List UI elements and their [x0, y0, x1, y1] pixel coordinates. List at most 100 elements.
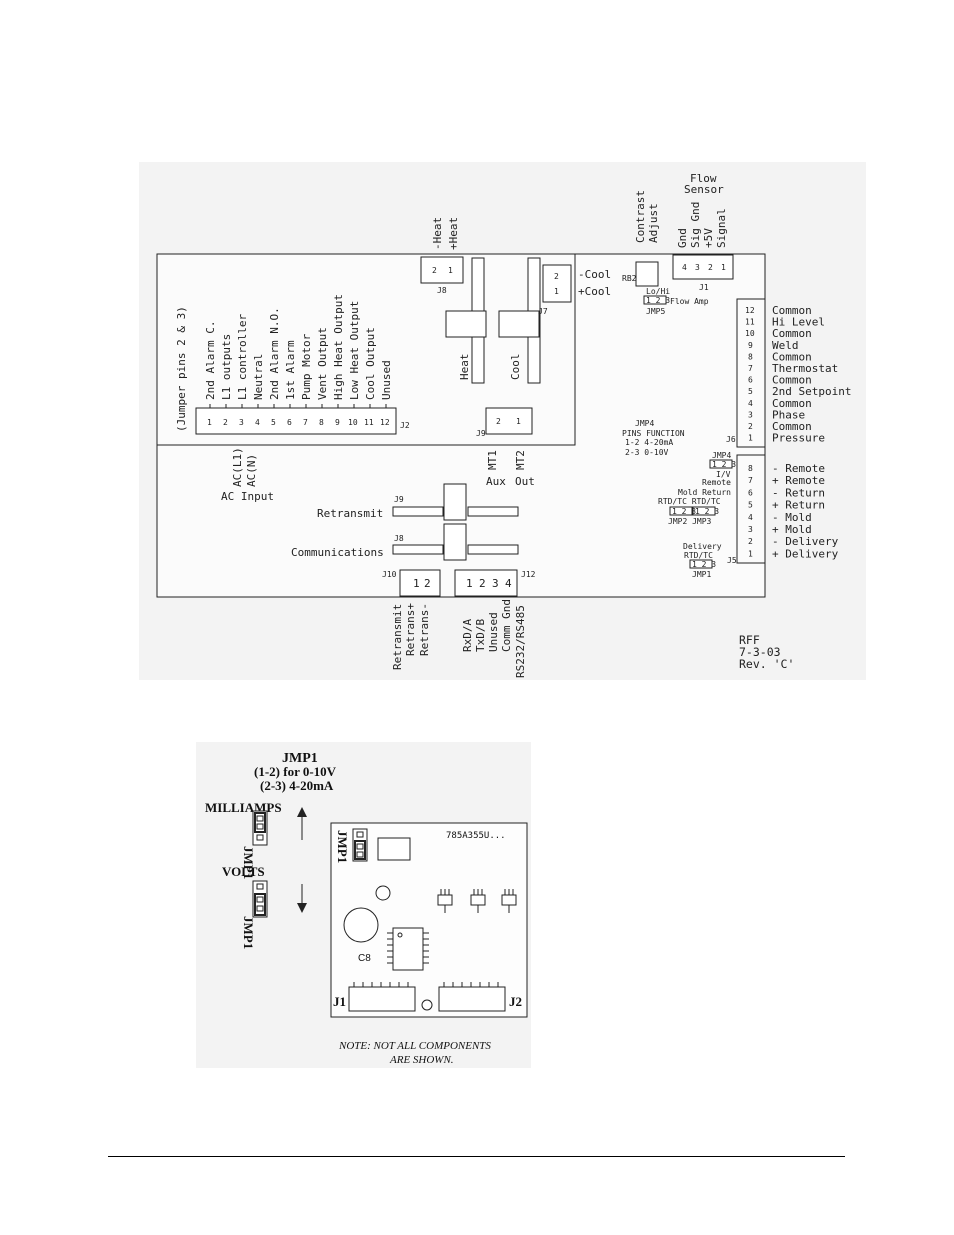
j10-label-retransmit: Retransmit	[391, 604, 404, 670]
note-line-2: ARE SHOWN.	[389, 1054, 454, 1066]
communications-header-left	[392, 544, 444, 555]
j7-pin-2: 2	[554, 272, 559, 281]
j10-pin-1: 1	[413, 577, 420, 590]
top-diagram	[156, 253, 766, 598]
daughter-j2-label: J2	[509, 994, 522, 1009]
retransmit-ref: J9	[394, 495, 404, 504]
j7-label-minus-cool: -Cool	[578, 268, 611, 281]
milliamps-jumper-shunt	[254, 812, 266, 833]
board-jmp1-label: JMP1	[335, 830, 350, 863]
revision-line-3: Rev. 'C'	[739, 657, 794, 671]
j2-label-5: 2nd Alarm N.O.	[268, 307, 281, 400]
retransmit-header-right	[467, 506, 519, 517]
jmp23-refs: JMP2 JMP3	[668, 517, 712, 526]
j6-label-10: Common	[772, 327, 812, 340]
cool-relay-body	[498, 310, 540, 338]
jmp4-ref: JMP4	[712, 451, 731, 460]
mt-out-label: Out	[515, 475, 535, 488]
j5-label-4: - Mold	[772, 511, 812, 524]
j8-label-plus-heat: +Heat	[447, 217, 460, 250]
retransmit-header-left	[392, 506, 444, 517]
communications-label: Communications	[291, 546, 384, 559]
jmp5-ref: JMP5	[646, 307, 665, 316]
mounting-hole	[421, 999, 433, 1011]
jmp4-info-header: PINS FUNCTION	[622, 429, 685, 438]
revision-line-1: RFF	[739, 633, 760, 647]
mt2-label: MT2	[514, 450, 527, 470]
j12-label-unused: Unused	[487, 612, 500, 652]
j5-label-1: + Delivery	[772, 547, 839, 560]
j6-label-2: Common	[772, 420, 812, 433]
j6-pin-11: 11	[745, 318, 755, 327]
contrast-label-1: Contrast	[634, 190, 647, 243]
j12-label-txd: TxD/B	[474, 619, 487, 652]
j2-label-9: High Heat Output	[332, 294, 345, 400]
j5-ref: J5	[727, 556, 737, 565]
daughter-j2-header	[438, 986, 506, 1012]
j5-pin-6: 6	[748, 488, 753, 497]
j6-ref: J6	[726, 435, 736, 444]
j2-label-3: L1 controller	[236, 314, 249, 400]
bottom-diagram: JMP1 (1-2) for 0-10V (2-3) 4-20mA MILLIA…	[205, 751, 528, 1066]
j9-pin-1: 1	[516, 417, 521, 426]
j2-terminal-strip	[195, 407, 397, 435]
j9-connector	[485, 407, 533, 435]
jmp4-info-row1: 1-2 4-20mA	[625, 438, 673, 447]
j7-pin-1: 1	[554, 287, 559, 296]
jmp3-pins: 1 2 3	[695, 507, 719, 516]
c8-label: C8	[358, 953, 371, 964]
cool-relay-label: Cool	[509, 354, 522, 381]
jmp5-pins: 1 2 3	[646, 296, 670, 305]
volts-label: VOLTS	[222, 864, 265, 879]
j10-connector	[399, 569, 441, 597]
jmp1-ref: JMP1	[692, 570, 711, 579]
j2-pin-2: 2	[223, 418, 228, 427]
retransmit-label: Retransmit	[317, 507, 383, 520]
communications-header-right	[467, 544, 519, 555]
j8-pin-2: 2	[432, 266, 437, 275]
j1-flow-connector	[672, 254, 734, 280]
j2-pin-5: 5	[271, 418, 276, 427]
jmp4-info-row2: 2-3 0-10V	[625, 448, 669, 457]
j8-label-minus-heat: -Heat	[431, 217, 444, 250]
revision-line-2: 7-3-03	[739, 645, 781, 659]
heat-relay-body	[445, 310, 487, 338]
j6-label-6: Common	[772, 374, 812, 387]
j6-pin-12: 12	[745, 306, 755, 315]
right-terminal-board-lower	[736, 454, 766, 564]
jmp1-block	[689, 559, 713, 569]
contrast-adjust-pot	[635, 261, 659, 287]
j8-connector	[420, 256, 464, 284]
flow-title-1: Flow	[690, 172, 717, 185]
daughter-j1-label: J1	[333, 994, 346, 1009]
j12-label-rxd: RxD/A	[461, 619, 474, 652]
ic-chip	[392, 927, 424, 971]
contrast-label-2: Adjust	[647, 203, 660, 243]
mt-aux-label: Aux	[486, 475, 506, 488]
j5-label-6: - Return	[772, 486, 825, 499]
j2-pin-3: 3	[239, 418, 244, 427]
jumper-posts	[437, 889, 517, 913]
j2-jumper-note: (Jumper pins 2 & 3)	[175, 306, 188, 432]
j12-pin-4: 4	[505, 577, 512, 590]
j5-label-8: - Remote	[772, 462, 825, 475]
j5-label-3: + Mold	[772, 523, 812, 536]
jmp4-desc2: Remote	[702, 478, 731, 487]
j6-label-12: Common	[772, 304, 812, 317]
flow-pin-2: 2	[708, 263, 713, 272]
jmp2-block	[669, 506, 693, 516]
contrast-ref: RB2	[622, 274, 637, 283]
j5-pin-3: 3	[748, 525, 753, 534]
communications-ref: J8	[394, 534, 404, 543]
flow-label-signal: Signal	[715, 208, 728, 248]
j2-label-6: 1st Alarm	[284, 340, 297, 400]
flow-label-sig-gnd: Sig Gnd	[689, 202, 702, 248]
volts-jmp1-label: JMP1	[241, 916, 256, 949]
j2-label-12: Unused	[380, 360, 393, 400]
j6-label-8: Common	[772, 350, 812, 363]
j10-label-retrans-minus: Retrans-	[418, 603, 431, 656]
j12-pin-1: 1	[466, 577, 473, 590]
heat-relay-label: Heat	[458, 354, 471, 381]
jmp23-title-2: RTD/TC RTD/TC	[658, 497, 721, 506]
footer-rule	[108, 1156, 845, 1157]
